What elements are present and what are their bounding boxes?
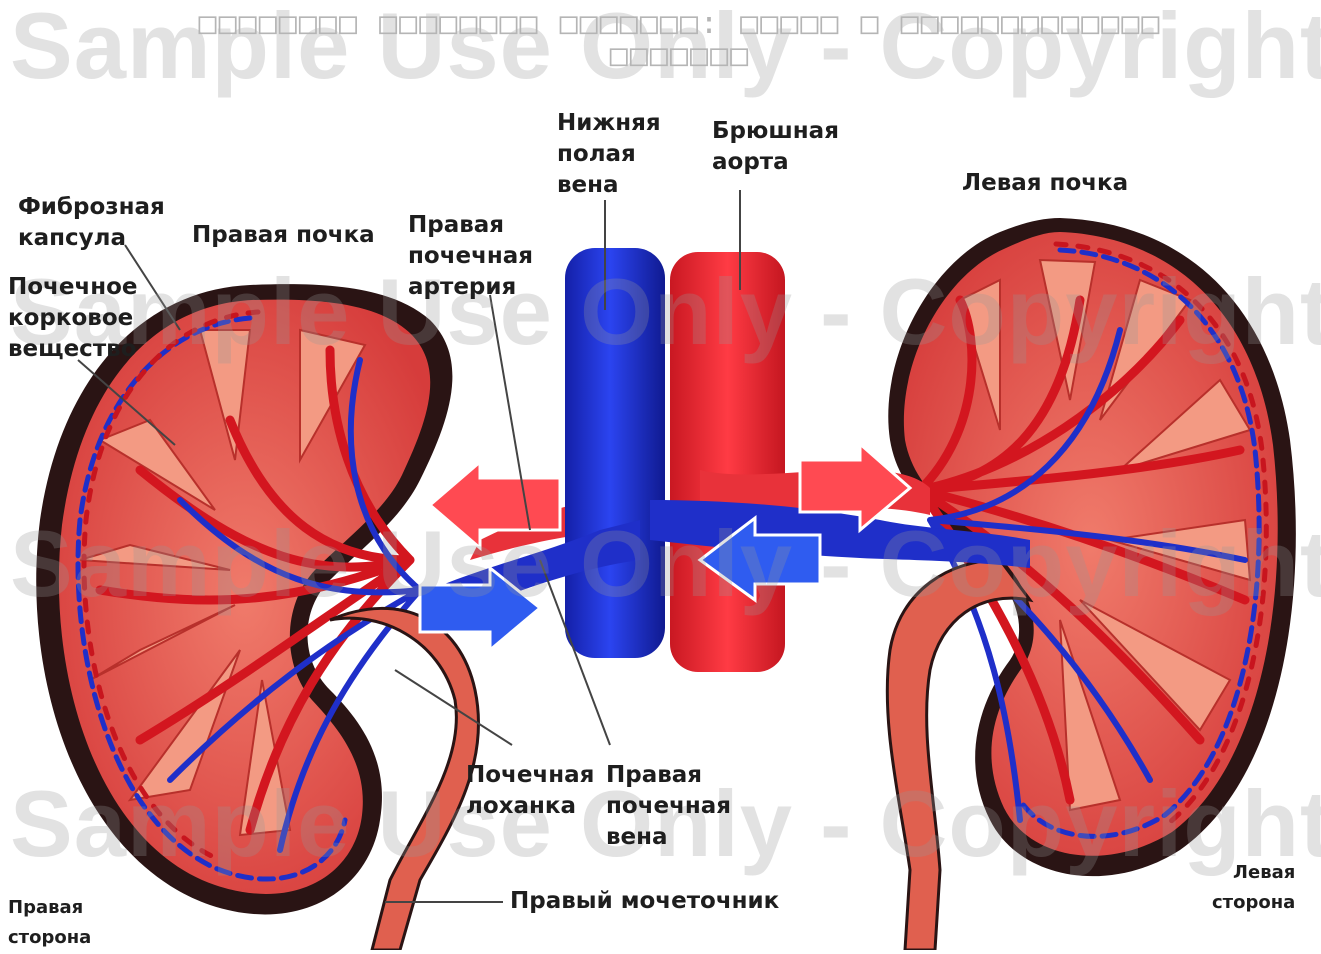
title-line-1: □□□□□□□□ □□□□□□□□ □□□□□□□: □□□□□ □ □□□□□… (60, 8, 1300, 40)
label-renal-pelvis: Почечная лоханка (466, 760, 594, 822)
label-fibrous-capsule: Фиброзная капсула (18, 192, 165, 254)
label-left-side: Левая сторона (1212, 858, 1295, 918)
diagram-title: □□□□□□□□ □□□□□□□□ □□□□□□□: □□□□□ □ □□□□□… (60, 8, 1300, 72)
label-right-side: Правая сторона (8, 893, 91, 953)
left-kidney (887, 218, 1296, 950)
label-inferior-vena-cava: Нижняя полая вена (557, 108, 661, 201)
label-abdominal-aorta: Брюшная аорта (712, 116, 839, 178)
right-kidney (36, 284, 478, 950)
title-line-2: □□□□□□□ (60, 40, 1300, 72)
label-right-kidney: Правая почка (192, 220, 375, 251)
label-right-ureter: Правый мочеточник (510, 886, 779, 917)
label-left-kidney: Левая почка (962, 168, 1128, 199)
label-right-renal-artery: Правая почечная артерия (408, 210, 533, 303)
label-renal-cortex: Почечное корковое вещество (8, 272, 138, 365)
label-right-renal-vein: Правая почечная вена (606, 760, 731, 853)
